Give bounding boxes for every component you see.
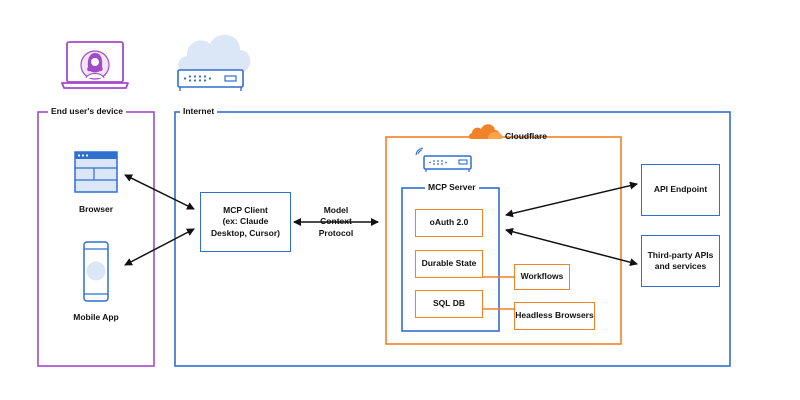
server-icon (415, 147, 472, 172)
headless-browsers-label: Headless Browsers (515, 310, 594, 321)
workflows-label: Workflows (520, 271, 564, 282)
device-frame (37, 111, 155, 367)
arrow-server-api (505, 181, 638, 218)
sql-db-box: SQL DB (415, 290, 483, 318)
mobile-phone-icon (83, 241, 109, 302)
workflows-box: Workflows (514, 264, 570, 290)
cloud-server-icon (177, 34, 251, 91)
mobile-app-label: Mobile App (73, 312, 119, 322)
browser-label: Browser (78, 204, 113, 214)
oauth-box: oAuth 2.0 (415, 209, 483, 237)
third-party-label-line2: and services (654, 261, 707, 271)
durable-state-label: Durable State (421, 258, 477, 269)
mcp-client-box: MCP Client (ex: Claude Desktop, Cursor) (200, 192, 291, 252)
arrow-server-thirdparty (505, 227, 638, 267)
component-connectors (483, 276, 514, 310)
arrow-mobile-client (124, 228, 195, 266)
browser-window-icon (74, 151, 118, 193)
oauth-label: oAuth 2.0 (429, 217, 469, 228)
durable-state-box: Durable State (415, 250, 483, 278)
mcp-client-example-line1: (ex: Claude (222, 216, 269, 227)
mcp-client-title: MCP Client (223, 204, 268, 215)
device-frame-label: End user's device (48, 106, 126, 116)
laptop-user-icon (61, 41, 129, 89)
connector-arrows (124, 174, 638, 267)
mcp-server-label: MCP Server (425, 182, 479, 192)
internet-frame-label: Internet (180, 106, 218, 116)
headless-browsers-box: Headless Browsers (514, 302, 595, 330)
mcp-client-example-line2: Desktop, Cursor) (211, 227, 280, 238)
protocol-line1: Model (323, 205, 349, 215)
protocol-label: Model Context Protocol (306, 205, 366, 239)
sql-db-label: SQL DB (433, 298, 465, 309)
arrow-browser-client (124, 174, 195, 210)
third-party-box: Third-party APIs and services (641, 235, 720, 287)
protocol-line2: Context (320, 216, 352, 227)
api-endpoint-label: API Endpoint (653, 184, 708, 195)
cloudflare-frame-label: Cloudflare (505, 131, 548, 141)
api-endpoint-box: API Endpoint (641, 164, 720, 216)
protocol-line3: Protocol (318, 227, 354, 238)
cloudflare-logo-icon (468, 124, 503, 139)
third-party-label-line1: Third-party APIs (647, 249, 714, 260)
